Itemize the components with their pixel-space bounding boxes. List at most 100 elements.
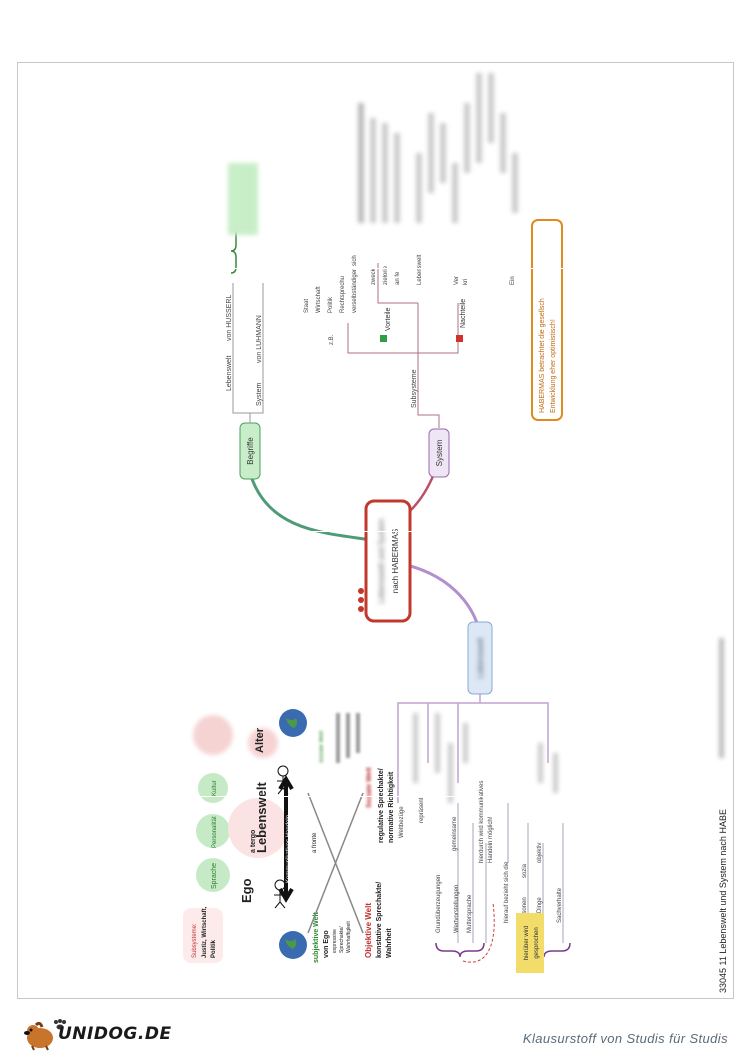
subjektive-welt-label: subjektive Welt <box>313 911 320 963</box>
staat-label: Staat <box>304 299 310 313</box>
central-title-line1: Lebenswelt und System <box>377 518 386 603</box>
begriffe-lines <box>232 283 264 423</box>
side-caption-blurred-tail <box>719 638 724 758</box>
curly-brace <box>230 228 237 274</box>
lebenswelt-node[interactable]: Lebenswelt <box>467 621 493 695</box>
soziale-welt-label: Soziale Welt <box>366 767 373 808</box>
figure-alter <box>277 765 289 795</box>
repraesentiert-label: repräsent <box>419 797 425 823</box>
zb-label: z.B. <box>329 334 335 345</box>
habermas-note-line1: HABERMAS betrachtet die gesellsch <box>539 298 546 413</box>
subsysteme-bubble: Subsysteme: Justiz, Wirtschaft, Politik <box>183 906 223 963</box>
lebenswelt-branch-label: Lebenswelt <box>476 637 485 678</box>
dashed-arrow <box>462 902 495 963</box>
nachteile-flag <box>456 335 463 342</box>
begriffe-label: Begriffe <box>246 437 255 465</box>
scan-band-3 <box>18 796 733 797</box>
hierueber-line2: gesprochen <box>534 927 540 958</box>
diagram-lebenswelt: Lebenswelt <box>254 782 269 853</box>
von-husserl: von HUSSERL <box>226 295 233 341</box>
purple-brace-left <box>435 942 485 958</box>
system-node[interactable]: System <box>428 428 450 478</box>
zweck-label: zweck <box>371 267 377 285</box>
expressive-label: expressive <box>332 929 338 953</box>
a-fronte-label: a fronte <box>312 832 318 853</box>
objektiv-label: objektiv <box>537 843 543 863</box>
alter-label: Alter <box>254 727 266 753</box>
vorteile-flag <box>380 335 387 342</box>
system-label: System <box>435 439 444 466</box>
hierdurch-line1: hierdurch wird kommunikatives <box>479 781 485 863</box>
personalitaet-label: Personalität <box>212 816 218 848</box>
personalitaet-circle <box>196 814 230 848</box>
kri-label: kri <box>463 279 469 285</box>
subsysteme-bubble-items: Justiz, Wirtschaft, <box>202 906 208 958</box>
system-term: System <box>256 382 263 406</box>
branch-begriffe <box>248 472 379 543</box>
subsysteme-label: Subsysteme <box>411 369 418 408</box>
lebenswelt-lines <box>397 693 549 803</box>
konstative-label: konstative Sprechakte/ <box>376 882 383 958</box>
ziel-label: zielorie <box>383 265 389 285</box>
objektive-welt-label: Objektive Welt <box>364 903 373 958</box>
subsysteme-bubble-politik: Politik <box>211 939 217 958</box>
gemeinsame-label: gemeinsame <box>452 816 458 851</box>
nachteile-details-blurred <box>358 73 518 223</box>
sprechakte-label: Sprechakte/ <box>339 926 345 953</box>
sprache-circle <box>196 858 230 892</box>
kommunikatives-handeln-label: Kommunikatives Handeln <box>286 815 292 883</box>
soziale-welt-top-blurred: soziale Welt <box>319 713 360 763</box>
kultur-circle <box>198 773 228 803</box>
communication-diagram: Subsysteme: Justiz, Wirtschaft, Politik … <box>183 709 395 963</box>
wahrheit-label: Wahrheit <box>386 928 393 958</box>
ego-label: Ego <box>239 878 254 903</box>
wirtschaft-label: Wirtschaft <box>316 286 322 313</box>
wertvorstellungen-label: Wertvorstellungen <box>454 885 460 933</box>
kultur-label: Kultur <box>212 780 218 796</box>
hierueber-note: hierüber wird gesprochen <box>516 913 544 973</box>
figure-ego <box>274 879 286 909</box>
paw-icon <box>54 1019 66 1030</box>
pink-bubble-2 <box>248 728 278 758</box>
nachteile-label: Nachteile <box>460 299 467 328</box>
central-dot-2 <box>358 597 364 603</box>
politik-label: Politik <box>328 296 334 313</box>
hierauf-label: hierauf bezieht sich die <box>504 861 510 923</box>
document-page: Lebenswelt und System nach HABERMAS Begr… <box>17 62 734 999</box>
mind-map-canvas: Lebenswelt und System nach HABERMAS Begr… <box>18 73 733 993</box>
regulative-label: regulative Sprechakte/ <box>378 768 385 843</box>
normative-label: normative Richtigkeit <box>388 771 395 843</box>
kommunikatives-handeln-arrow <box>278 775 294 903</box>
brand-name[interactable]: UNIDOG.DE <box>58 1024 172 1044</box>
muttersprache-label: Muttersprache <box>467 894 473 933</box>
sprache-label: Sprache <box>211 863 218 889</box>
scan-band-2 <box>18 531 733 532</box>
begriffe-green-note <box>228 163 258 235</box>
soziale-welt-top-label: soziale Welt <box>319 730 325 763</box>
scan-band-1 <box>18 268 733 269</box>
sachverhalte-label: Sachverhalte <box>557 887 563 923</box>
hierdurch-line2: Handeln möglich! <box>488 816 494 863</box>
habermas-note-line2: Entwicklung eher optimistisch! <box>550 319 557 413</box>
habermas-note: HABERMAS betrachtet die gesellsch Entwic… <box>531 219 563 421</box>
ver-label: Ver <box>454 276 460 285</box>
a-tergo-label: a tergo <box>250 830 257 853</box>
verselbst-label: verselbständigen sich <box>352 255 358 313</box>
footer-tagline: Klausurstoff von Studis für Studis <box>522 1031 728 1046</box>
hierueber-line1: hierüber wird <box>524 926 530 961</box>
central-node[interactable]: Lebenswelt und System nach HABERMAS <box>364 499 412 623</box>
ein-label: Ein <box>510 276 516 285</box>
lebenswelt-bubble <box>228 798 288 858</box>
globe-alter-land <box>286 718 298 728</box>
lebenswelt-details-blurred <box>413 713 558 803</box>
begriffe-node[interactable]: Begriffe <box>239 422 261 480</box>
weltbezuege-label: Weltbezüge <box>399 806 405 838</box>
unidog-logo[interactable] <box>22 1018 162 1052</box>
central-dot-1 <box>358 588 364 594</box>
lebenswelt-wird-label: Lebenswelt <box>417 254 423 285</box>
central-title-line2: nach HABERMAS <box>391 529 400 593</box>
wahrhaftigkeit-label: Wahrhaftigkeit <box>346 921 352 953</box>
lebenswelt-term: Lebenswelt <box>226 356 233 391</box>
side-caption: 33045 11 Lebenswelt und System nach HABE <box>718 809 728 993</box>
world-cross-lines <box>307 792 364 934</box>
